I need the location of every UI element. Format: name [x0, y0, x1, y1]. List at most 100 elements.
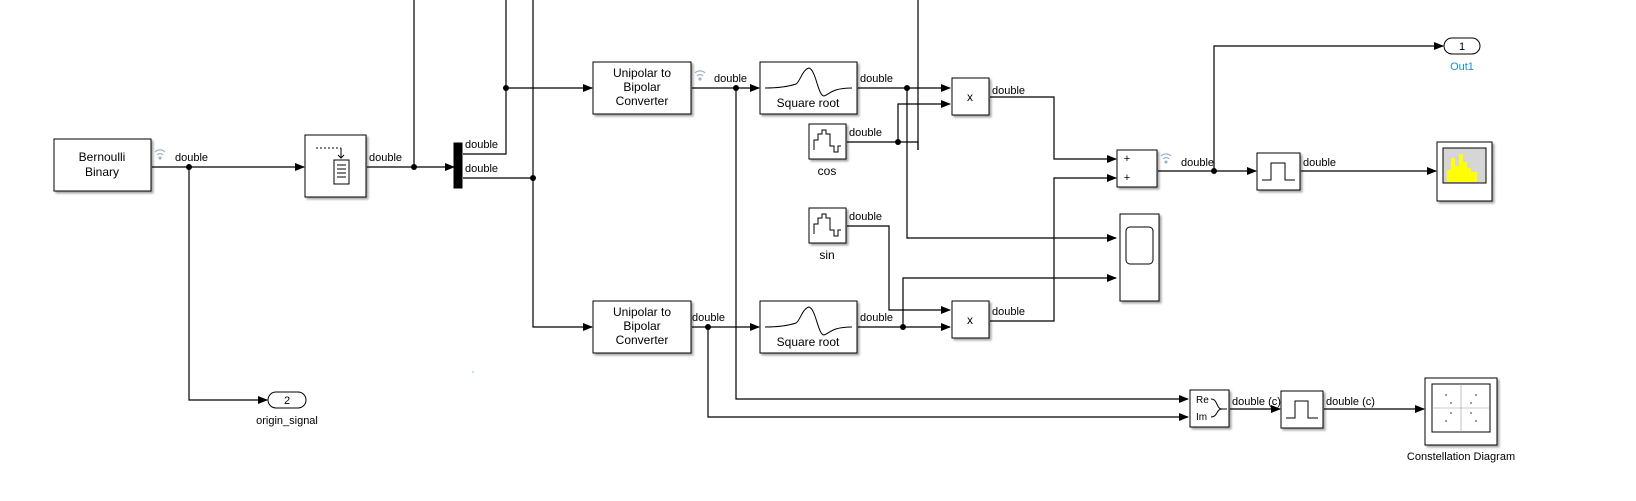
block-label: Unipolar to [613, 305, 671, 319]
cos-source-block[interactable]: cos [808, 123, 847, 178]
bernoulli-binary-block[interactable]: Bernoulli Binary [53, 138, 152, 192]
branch-point [1211, 168, 1217, 174]
signal-line[interactable] [902, 274, 1117, 327]
block-label: x [967, 313, 973, 327]
signal-label: double [1181, 157, 1214, 169]
branch-point [705, 324, 711, 330]
signal-logging-icon[interactable] [154, 149, 166, 160]
signal-label: double [175, 152, 208, 164]
buffer-block[interactable] [304, 134, 367, 198]
sinc-pulse-icon [764, 306, 853, 336]
merge-icon [1210, 398, 1227, 418]
signal-label: double (c) [1326, 396, 1375, 408]
signal-label: double [692, 312, 725, 324]
signal-logging-icons [154, 70, 1172, 164]
spectrum-bars-icon [1447, 154, 1477, 182]
signal-label: double [465, 139, 498, 151]
port-label: Im [1196, 412, 1207, 423]
block-label: Constellation Diagram [1407, 451, 1515, 463]
discrete-wave-icon [813, 213, 841, 237]
stray-dot [471, 370, 475, 374]
signal-line[interactable] [847, 225, 951, 314]
signal-label: double [849, 127, 882, 139]
signal-label: double [860, 312, 893, 324]
signal-line[interactable] [897, 100, 951, 142]
sum-block[interactable]: + + [1116, 149, 1158, 188]
zero-order-hold-top-block[interactable] [1256, 152, 1301, 191]
port-number: 1 [1459, 41, 1465, 53]
port-sign: + [1124, 153, 1130, 165]
block-label: Square root [777, 96, 840, 110]
signal-line[interactable] [847, 141, 919, 150]
square-root-filter-bottom-block[interactable]: Square root [759, 300, 858, 354]
spectrum-analyzer-block[interactable] [1436, 141, 1493, 202]
real-imag-to-complex-block[interactable]: Re Im [1189, 389, 1230, 428]
signal-label: double [992, 85, 1025, 97]
branch-point [503, 85, 509, 91]
signal-line[interactable] [1213, 42, 1444, 171]
block-label: x [967, 90, 973, 104]
buffer-icon [316, 147, 350, 185]
block-label: Converter [616, 333, 669, 347]
block-label: sin [819, 248, 834, 262]
signal-label: double (c) [1232, 396, 1281, 408]
port-name: Out1 [1450, 61, 1474, 73]
block-label: Unipolar to [613, 66, 671, 80]
branch-point [733, 85, 739, 91]
signal-label: double [465, 163, 498, 175]
branch-point [895, 139, 901, 145]
signal-label: double [992, 306, 1025, 318]
block-label: Bipolar [623, 319, 660, 333]
port-number: 2 [284, 395, 290, 407]
scope-block[interactable] [1119, 213, 1160, 302]
signal-line[interactable] [906, 88, 1117, 242]
block-label: Bipolar [623, 80, 660, 94]
port-name: origin_signal [256, 415, 318, 427]
demux-block[interactable] [453, 142, 463, 189]
discrete-wave-icon [813, 129, 841, 153]
outport-out1[interactable]: 1 Out1 [1443, 37, 1481, 73]
port-label: Re [1196, 395, 1209, 406]
signal-line[interactable] [990, 174, 1117, 322]
signal-label: double [714, 73, 747, 85]
branch-point [904, 85, 910, 91]
scope-screen-icon [1125, 226, 1154, 265]
branch-point [530, 175, 536, 181]
hold-step-icon [1262, 162, 1295, 181]
constellation-diagram-block[interactable]: Constellation Diagram [1407, 377, 1515, 463]
signal-line[interactable] [735, 88, 1189, 403]
signal-line[interactable] [463, 177, 593, 331]
square-root-filter-top-block[interactable]: Square root [759, 61, 858, 115]
port-sign: + [1124, 172, 1130, 184]
sinc-pulse-icon [764, 67, 853, 97]
sin-source-block[interactable]: sin [808, 207, 847, 262]
signal-line[interactable] [188, 167, 268, 404]
branch-point [900, 324, 906, 330]
branch-point [186, 164, 192, 170]
unipolar-to-bipolar-converter-bottom-block[interactable]: Unipolar to Bipolar Converter [592, 300, 692, 354]
branch-points [186, 85, 1217, 330]
product-top-block[interactable]: x [951, 77, 990, 116]
block-label: cos [818, 164, 837, 178]
branch-point [411, 164, 417, 170]
signal-label: double [860, 73, 893, 85]
signal-label: double [369, 152, 402, 164]
block-label: Square root [777, 335, 840, 349]
product-bottom-block[interactable]: x [951, 300, 990, 339]
unipolar-to-bipolar-converter-top-block[interactable]: Unipolar to Bipolar Converter [592, 61, 692, 115]
signal-logging-icon[interactable] [1160, 153, 1172, 164]
signal-line[interactable] [707, 327, 1189, 421]
signal-labels: double double double double double doubl… [175, 73, 1375, 408]
block-label: Binary [85, 165, 119, 179]
signal-line[interactable] [463, 84, 593, 155]
signal-logging-icon[interactable] [694, 70, 706, 81]
zero-order-hold-bottom-block[interactable] [1280, 390, 1324, 429]
signal-line[interactable] [990, 96, 1117, 163]
signal-lines [152, 0, 1444, 421]
block-label: Bernoulli [79, 150, 126, 164]
signal-label: double [1303, 157, 1336, 169]
hold-step-icon [1286, 400, 1318, 419]
block-label: Converter [616, 94, 669, 108]
outport-origin-signal[interactable]: 2 origin_signal [256, 391, 318, 427]
